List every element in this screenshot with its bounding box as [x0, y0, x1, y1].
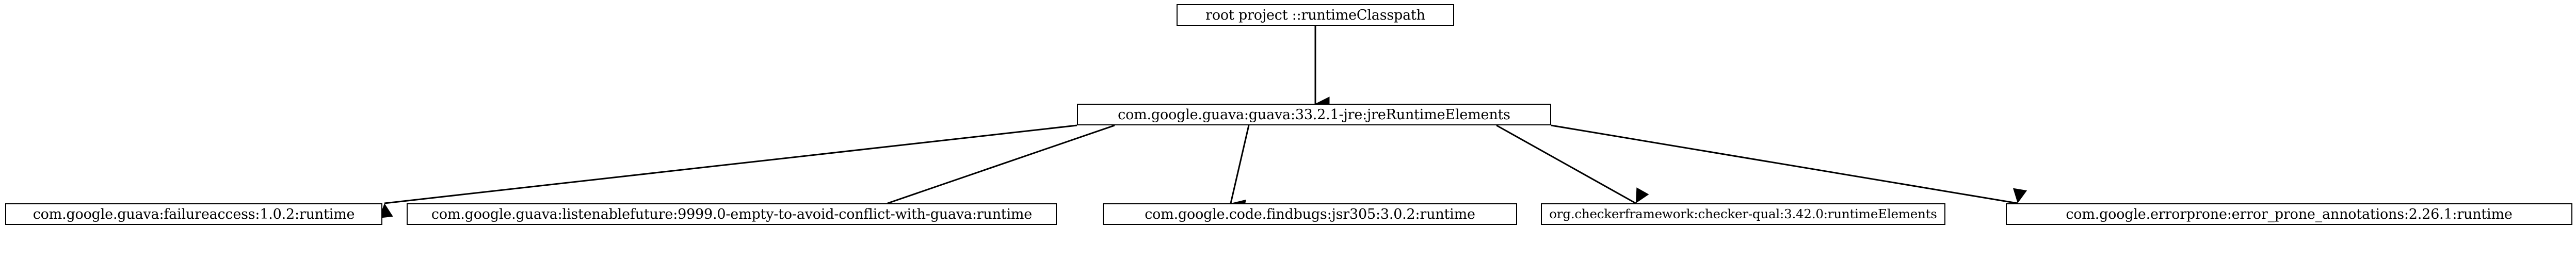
graph-node-label: com.google.guava:failureaccess:1.0.2:run… [33, 206, 355, 222]
graph-edge-guava-to-checkerqual [1496, 124, 1649, 204]
graph-node-label: com.google.errorprone:error_prone_annota… [2066, 206, 2513, 222]
graph-edge-guava-to-errorprone [1551, 124, 2027, 204]
graph-node-jsr305[interactable]: com.google.code.findbugs:jsr305:3.0.2:ru… [1103, 203, 1517, 225]
graph-node-failureaccess[interactable]: com.google.guava:failureaccess:1.0.2:run… [5, 203, 382, 225]
graph-node-label: com.google.guava:guava:33.2.1-jre:jreRun… [1118, 106, 1510, 123]
graph-node-checkerqual[interactable]: org.checkerframework:checker-qual:3.42.0… [1541, 203, 1945, 225]
graph-node-root[interactable]: root project ::runtimeClasspath [1177, 4, 1454, 26]
graph-edge-guava-to-failureaccess [379, 124, 1077, 218]
graph-node-label: com.google.guava:listenablefuture:9999.0… [431, 206, 1033, 222]
graph-edge-guava-to-listenablefuture [885, 124, 1115, 219]
graph-node-listenablefuture[interactable]: com.google.guava:listenablefuture:9999.0… [407, 203, 1057, 225]
graph-node-label: root project ::runtimeClasspath [1205, 7, 1425, 23]
graph-edge-guava-to-jsr305 [1230, 125, 1250, 214]
graph-node-guava[interactable]: com.google.guava:guava:33.2.1-jre:jreRun… [1077, 104, 1551, 125]
graph-node-label: org.checkerframework:checker-qual:3.42.0… [1549, 206, 1937, 221]
graph-node-errorprone[interactable]: com.google.errorprone:error_prone_annota… [2006, 203, 2572, 225]
graph-node-label: com.google.code.findbugs:jsr305:3.0.2:ru… [1145, 206, 1475, 222]
